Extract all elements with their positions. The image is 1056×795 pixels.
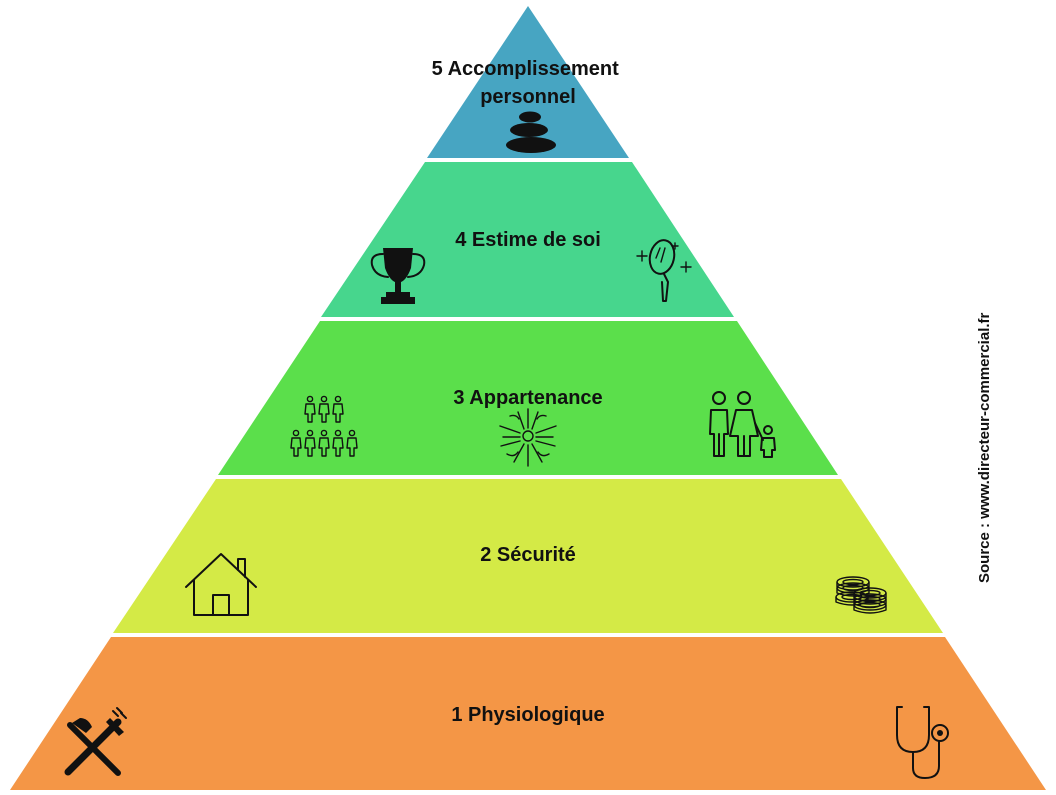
- hands-circle-icon: [499, 408, 557, 467]
- tier-1-band: [10, 637, 1046, 790]
- house-icon: [185, 553, 257, 616]
- tier-3: 3 Appartenance: [218, 321, 838, 475]
- mirror-icon: [636, 239, 692, 302]
- stethoscope-icon: [896, 706, 949, 779]
- tier-2: 2 Sécurité: [113, 479, 943, 633]
- tier-3-band: [218, 321, 838, 475]
- tier-4-band: [321, 162, 734, 317]
- tier-4-label: 4 Estime de soi: [455, 229, 601, 251]
- tier-4: 4 Estime de soi: [321, 162, 734, 317]
- tier-5: 5 Accomplissement personnel: [427, 6, 629, 158]
- tier-1-label: 1 Physiologique: [451, 704, 604, 726]
- stacked-stones-icon: [506, 111, 556, 153]
- group-people-icon: [290, 395, 358, 457]
- tier-2-label: 2 Sécurité: [480, 544, 576, 566]
- trophy-icon: [370, 248, 426, 304]
- tier-3-label: 3 Appartenance: [453, 387, 602, 409]
- tier-5-label: 5 Accomplissement personnel: [432, 58, 625, 108]
- tier-1: 1 Physiologique: [10, 637, 1046, 790]
- tier-5-band: [427, 6, 629, 158]
- family-icon: [709, 391, 776, 458]
- tier-2-band: [113, 479, 943, 633]
- coins-icon: [835, 576, 887, 614]
- source-credit: Source : www.directeur-commercial.fr: [976, 312, 993, 583]
- fork-knife-icon: [64, 707, 127, 776]
